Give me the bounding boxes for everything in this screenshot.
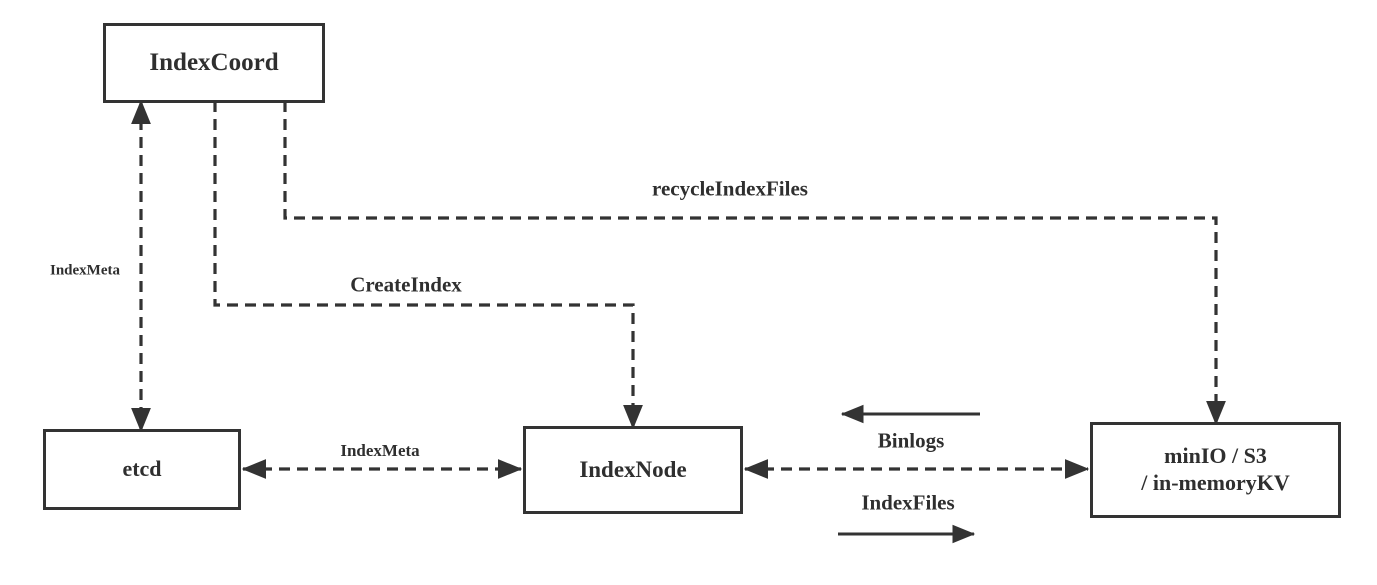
edge-label-index-meta-middle: IndexMeta: [340, 441, 420, 460]
edge-label-binlogs: Binlogs: [877, 428, 945, 453]
node-minio-label-line1: minIO / S3: [1164, 443, 1267, 469]
edge-indexcoord-indexnode-createindex: [213, 101, 643, 430]
edge-label-create-index: CreateIndex: [350, 272, 462, 297]
edge-label-index-files: IndexFiles: [861, 490, 955, 515]
edge-indexcoord-minio-recycleindexfiles: [283, 101, 1226, 426]
node-indexcoord-label: IndexCoord: [149, 48, 279, 76]
node-minio-label-line2: / in-memoryKV: [1141, 470, 1290, 495]
edge-label-index-meta-left: IndexMeta: [50, 262, 120, 279]
node-indexnode-label: IndexNode: [579, 456, 687, 482]
node-etcd[interactable]: etcd: [43, 429, 241, 510]
node-etcd-label: etcd: [122, 456, 162, 482]
edge-label-recycle-index-files: recycleIndexFiles: [652, 176, 808, 201]
node-indexcoord[interactable]: IndexCoord: [103, 23, 325, 103]
node-minio[interactable]: minIO / S3 / in-memoryKV: [1090, 422, 1341, 518]
node-indexnode[interactable]: IndexNode: [523, 426, 743, 514]
